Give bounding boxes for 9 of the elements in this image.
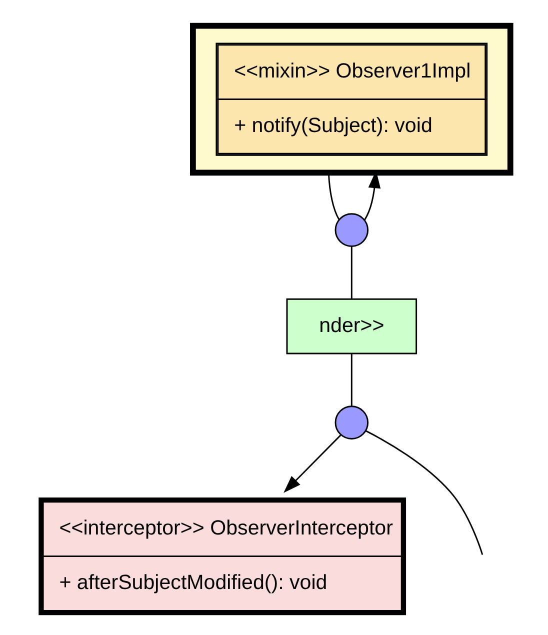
arrow	[283, 434, 341, 493]
connector	[327, 172, 340, 220]
connector	[350, 246, 352, 299]
node-circle	[334, 406, 368, 440]
node-box: nder>>	[286, 298, 417, 354]
connector	[365, 430, 483, 555]
cluster	[190, 22, 513, 176]
node-circle	[334, 213, 368, 247]
connector	[350, 354, 352, 406]
